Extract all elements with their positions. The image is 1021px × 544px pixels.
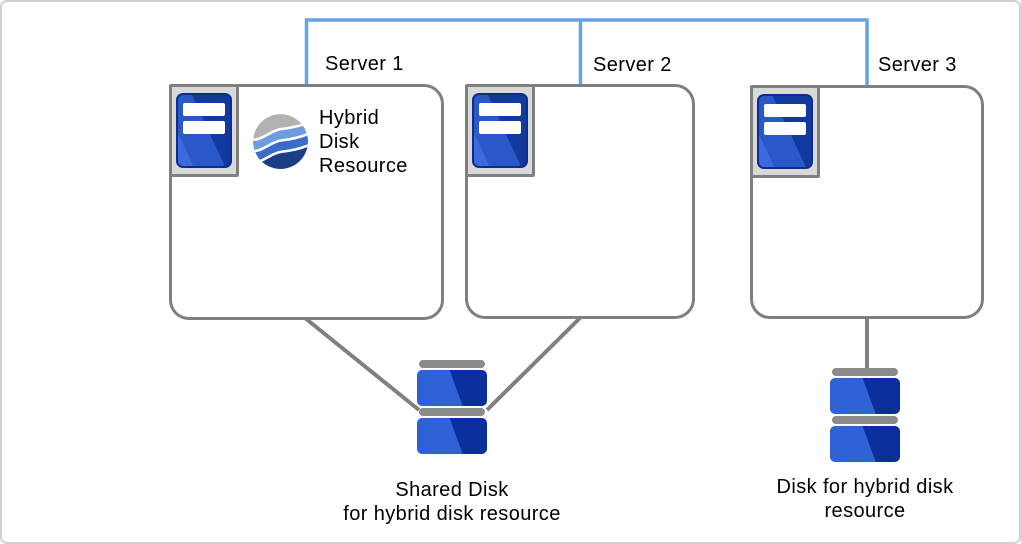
- connector-server2-shared-disk-line: [485, 316, 582, 412]
- server-icon: [750, 85, 820, 178]
- shared-disk-label: Shared Disk for hybrid disk resource: [343, 479, 561, 525]
- network-link-line: [304, 18, 869, 87]
- disk-platter: [417, 418, 487, 454]
- hybrid-disk-label: Disk for hybrid disk resource: [776, 476, 954, 522]
- server-drive-slot-icon: [479, 103, 521, 116]
- server3-box: [750, 85, 984, 319]
- server-icon: [465, 84, 535, 177]
- disk-platter: [417, 370, 487, 406]
- hybrid-disk-resource-label: Hybrid Disk Resource: [319, 107, 408, 177]
- server3-label: Server 3: [878, 54, 957, 76]
- disk-cap: [419, 360, 485, 368]
- shared-disk-icon: [417, 360, 487, 456]
- server-drive-slot-icon: [183, 103, 225, 116]
- connector-server1-shared-disk-line: [303, 316, 421, 412]
- server1-label: Server 1: [325, 53, 404, 75]
- server-tower-icon: [472, 93, 528, 168]
- disk-platter: [830, 426, 900, 462]
- server-drive-slot-icon: [764, 104, 806, 117]
- hybrid-disk-icon: [830, 368, 900, 464]
- server-tower-icon: [176, 93, 232, 168]
- server-drive-slot-icon: [183, 121, 225, 134]
- server1-box: [169, 84, 444, 320]
- server2-label: Server 2: [593, 54, 672, 76]
- disk-cap: [832, 416, 898, 424]
- server-drive-slot-icon: [764, 122, 806, 135]
- disk-cap: [419, 408, 485, 416]
- hybrid-disk-resource-icon: [253, 114, 308, 169]
- server-tower-icon: [757, 94, 813, 169]
- server-icon: [169, 84, 239, 177]
- server2-box: [465, 84, 695, 319]
- server-drive-slot-icon: [479, 121, 521, 134]
- disk-platter: [830, 378, 900, 414]
- disk-cap: [832, 368, 898, 376]
